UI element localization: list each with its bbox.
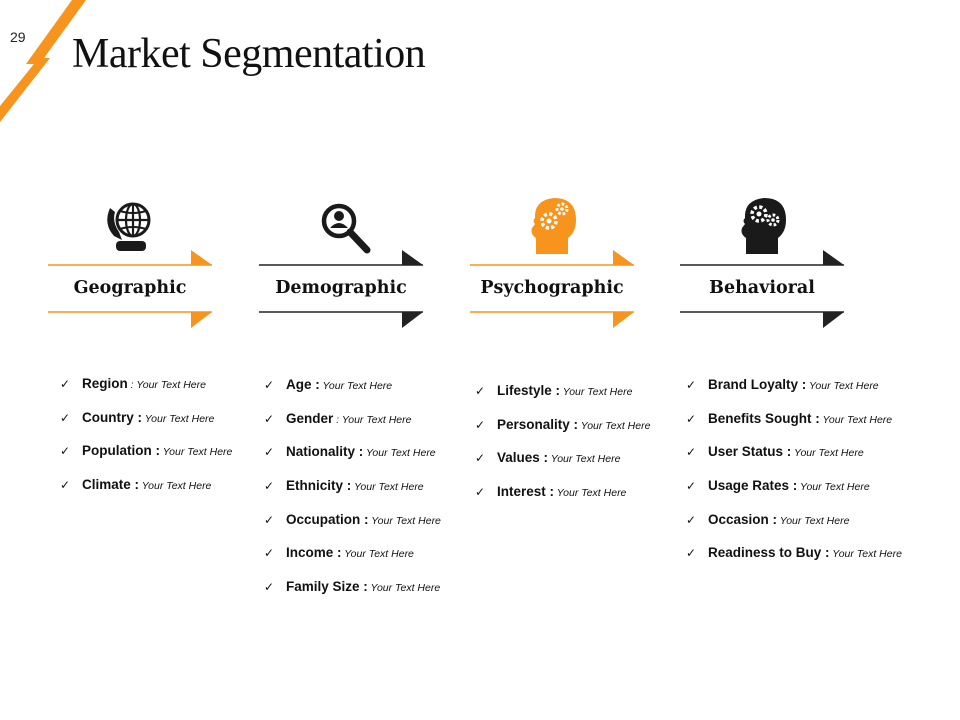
list-item: ✓Country : Your Text Here xyxy=(60,409,215,425)
list-item: ✓User Status : Your Text Here xyxy=(686,444,864,460)
list-item: ✓Readiness to Buy : Your Text Here xyxy=(686,545,902,561)
checkmark-icon: ✓ xyxy=(686,411,697,426)
checkmark-icon: ✓ xyxy=(475,451,486,466)
checkmark-icon: ✓ xyxy=(60,410,71,425)
checkmark-icon: ✓ xyxy=(686,445,697,460)
segment-title: Demographic xyxy=(275,278,407,298)
checkmark-icon: ✓ xyxy=(686,512,697,527)
checkmark-icon: ✓ xyxy=(264,378,275,392)
slide-title: Market Segmentation xyxy=(72,31,426,77)
list-item: ✓Usage Rates : Your Text Here xyxy=(686,478,870,494)
list-item: ✓Ethnicity : Your Text Here xyxy=(264,478,424,494)
head-gears-icon xyxy=(531,198,576,254)
list-item: ✓Benefits Sought : Your Text Here xyxy=(686,410,893,426)
checkmark-icon: ✓ xyxy=(264,546,275,561)
slide-number: 29 xyxy=(10,29,26,45)
checkmark-icon: ✓ xyxy=(264,479,275,494)
list-item: ✓Occasion : Your Text Here xyxy=(686,511,850,527)
checkmark-icon: ✓ xyxy=(475,417,486,432)
list-item: ✓Values : Your Text Here xyxy=(475,450,621,466)
checkmark-icon: ✓ xyxy=(686,546,697,561)
list-item: ✓Population : Your Text Here xyxy=(60,443,233,459)
list-item: ✓Lifestyle : Your Text Here xyxy=(475,383,633,398)
checkmark-icon: ✓ xyxy=(60,377,71,391)
checkmark-icon: ✓ xyxy=(60,444,71,459)
checkmark-icon: ✓ xyxy=(264,580,275,595)
list-item: ✓Brand Loyalty : Your Text Here xyxy=(686,377,879,392)
magnifier-person-icon xyxy=(321,203,371,254)
banner-demographic xyxy=(259,250,423,328)
list-item: ✓Climate : Your Text Here xyxy=(60,477,212,493)
segment-title: Geographic xyxy=(73,278,187,298)
checkmark-icon: ✓ xyxy=(686,378,697,392)
list-item: ✓Family Size : Your Text Here xyxy=(264,579,441,595)
segment-item-list: ✓Lifestyle : Your Text Here ✓Personality… xyxy=(475,383,650,518)
lightning-bolt-decoration xyxy=(0,0,86,122)
list-item: ✓Nationality : Your Text Here xyxy=(264,444,436,460)
head-gears-icon xyxy=(741,198,786,254)
checkmark-icon: ✓ xyxy=(264,512,275,527)
globe-hand-icon xyxy=(107,202,151,251)
checkmark-icon: ✓ xyxy=(60,478,71,493)
list-item: ✓Occupation : Your Text Here xyxy=(264,511,441,527)
list-item: ✓Age : Your Text Here xyxy=(264,377,393,392)
banner-behavioral xyxy=(680,250,844,328)
segment-item-list: ✓Brand Loyalty : Your Text Here ✓Benefit… xyxy=(686,377,902,579)
list-item: ✓Income : Your Text Here xyxy=(264,545,414,561)
segment-title: Behavioral xyxy=(709,278,815,298)
banner-psychographic xyxy=(470,250,634,328)
checkmark-icon: ✓ xyxy=(686,479,697,494)
list-item: ✓Region : Your Text Here xyxy=(60,376,206,391)
segment-item-list: ✓Region : Your Text Here ✓Country : Your… xyxy=(60,376,232,511)
banner-geographic xyxy=(48,250,212,328)
list-item: ✓Interest : Your Text Here xyxy=(475,484,627,500)
list-item: ✓Gender : Your Text Here xyxy=(264,410,412,426)
segment-title: Psychographic xyxy=(480,278,624,298)
list-item: ✓Personality : Your Text Here xyxy=(475,416,651,432)
checkmark-icon: ✓ xyxy=(475,384,486,398)
checkmark-icon: ✓ xyxy=(475,485,486,500)
checkmark-icon: ✓ xyxy=(264,411,275,426)
segment-item-list: ✓Age : Your Text Here ✓Gender : Your Tex… xyxy=(264,377,441,613)
checkmark-icon: ✓ xyxy=(264,445,275,460)
